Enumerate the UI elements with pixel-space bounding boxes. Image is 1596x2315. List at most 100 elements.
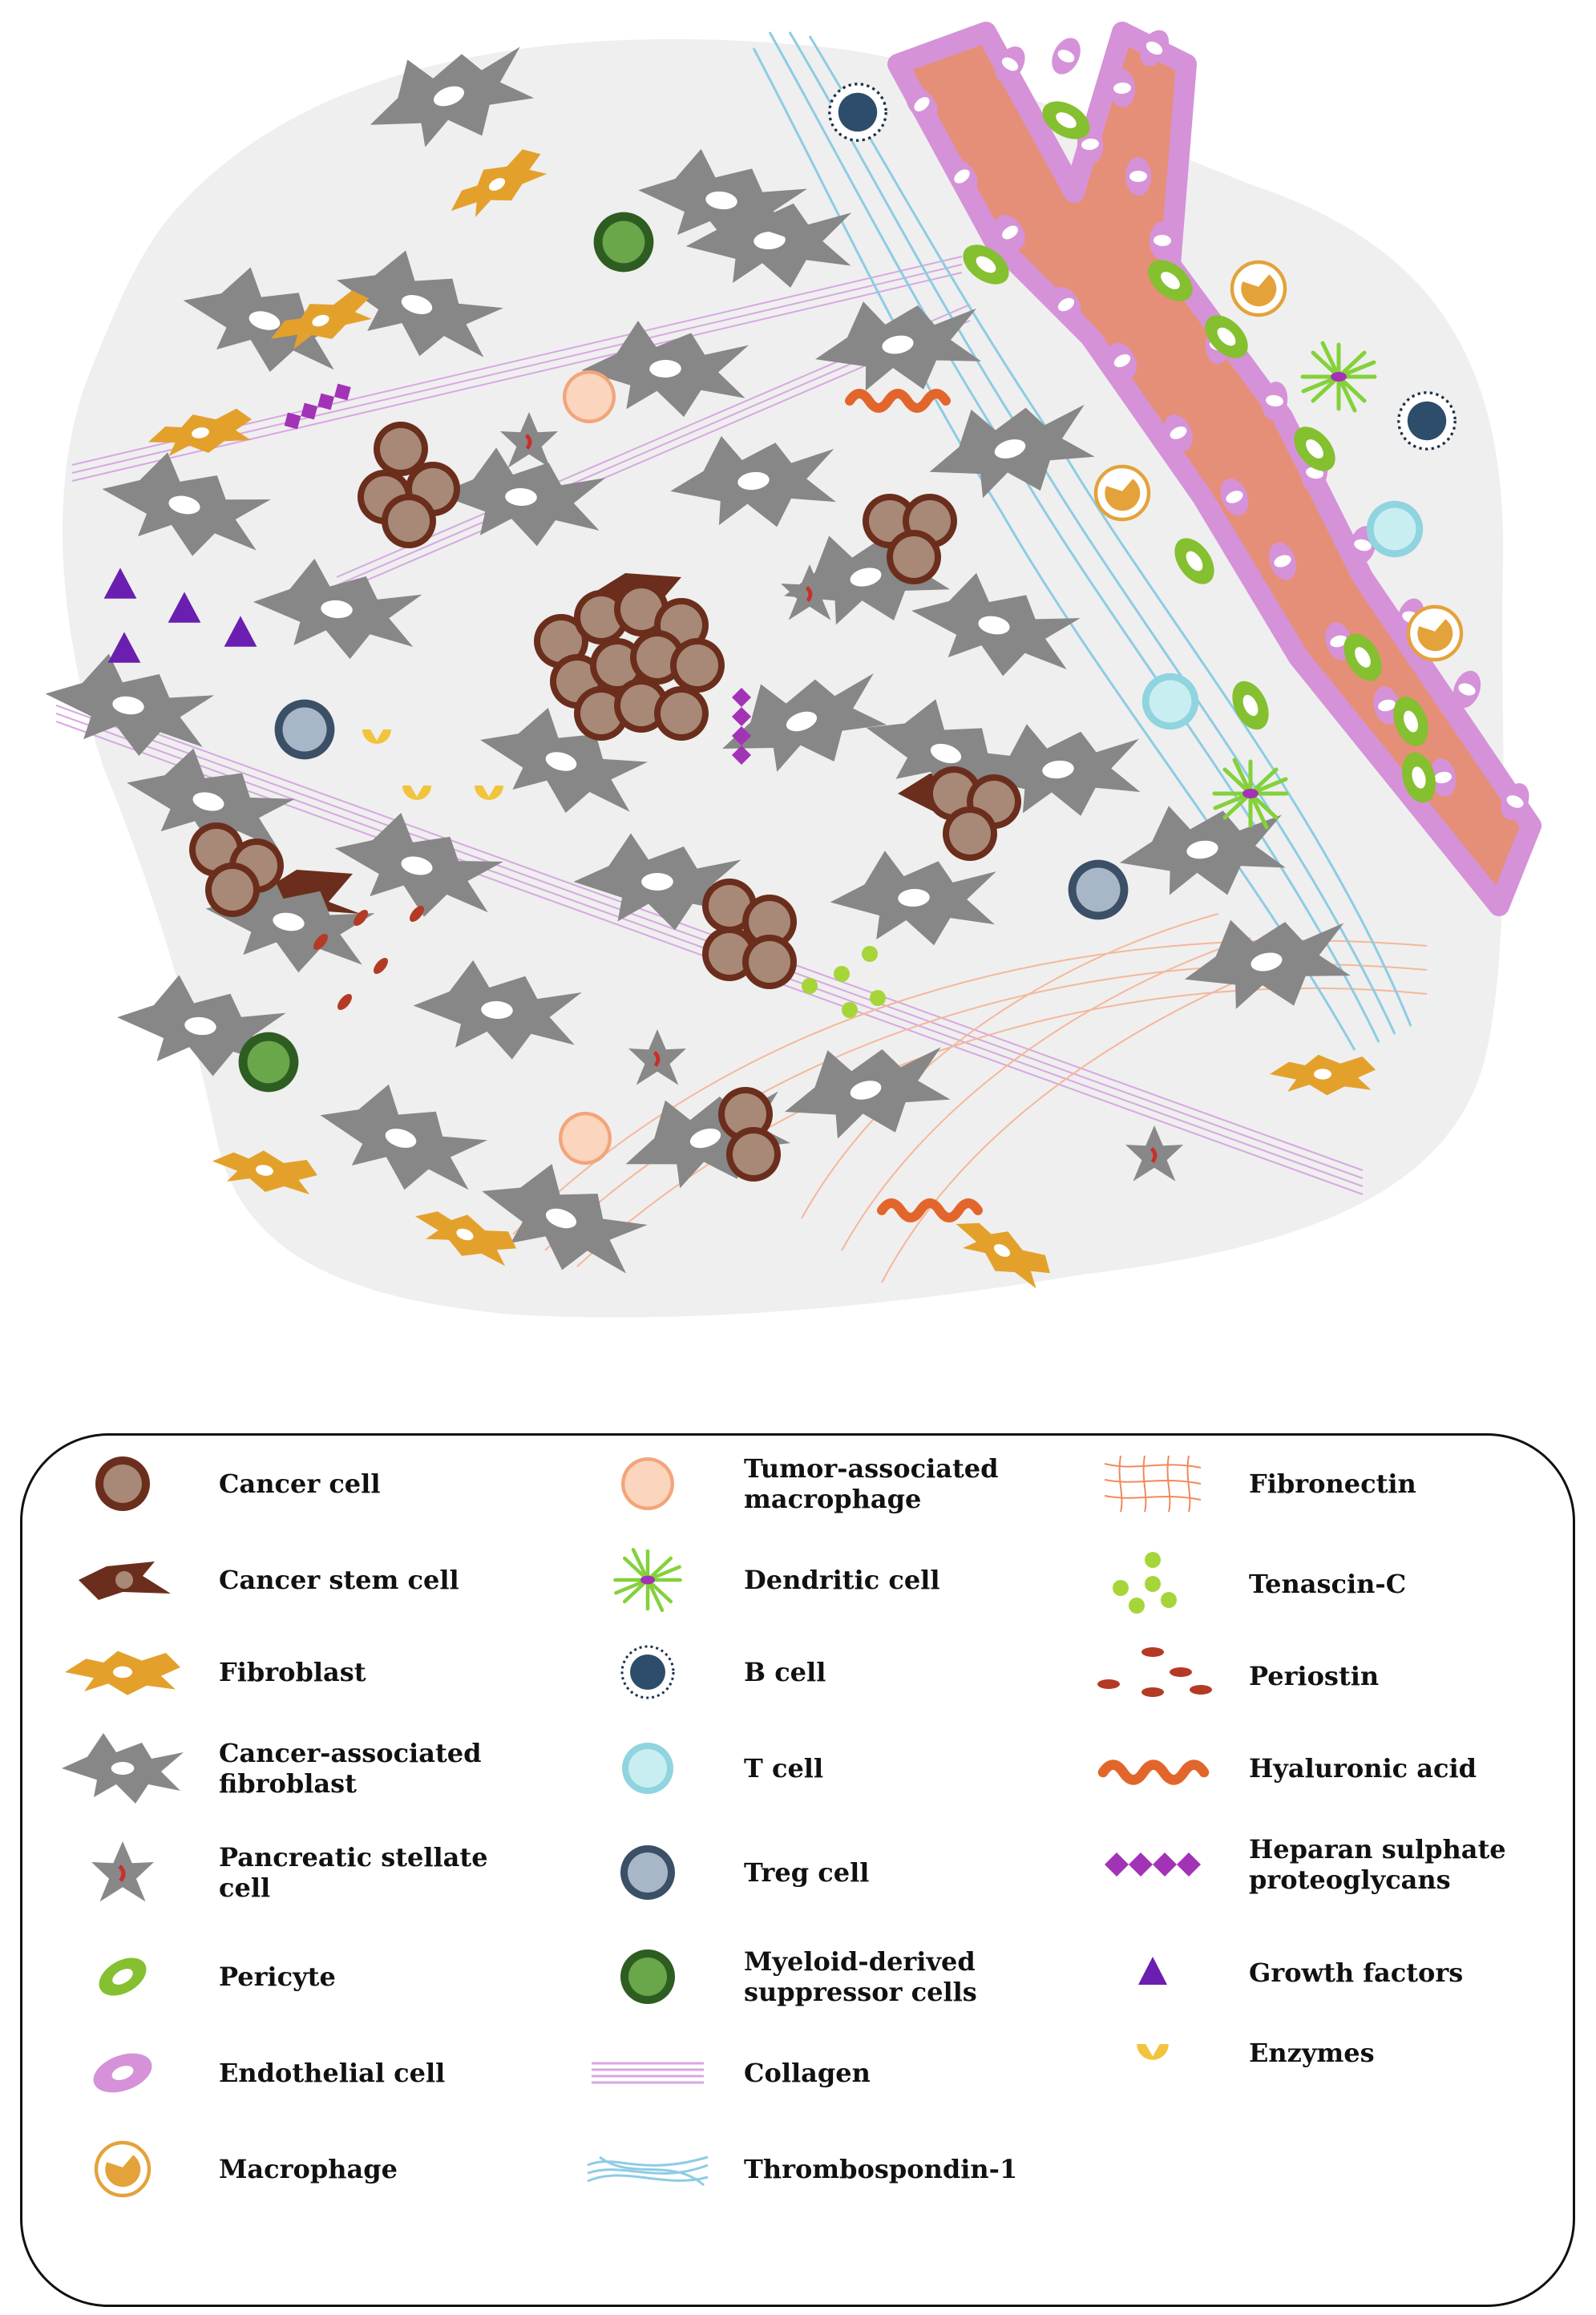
endothelial-cell: [1373, 686, 1400, 725]
thrombospondin-fibers: [752, 31, 1412, 1051]
cancer-cell: [382, 494, 436, 548]
legend-label: Endothelial cell: [219, 2057, 446, 2088]
endothelial-cell: [1268, 542, 1297, 580]
dendritic-cell: [1303, 343, 1375, 410]
treg-cell: [274, 699, 335, 760]
cancer-cell-icon: [95, 1456, 150, 1511]
myeloid-derived-suppressor-cell: [593, 212, 654, 273]
cancer-cell: [887, 530, 941, 584]
endothelial-cell: [1125, 157, 1152, 196]
myeloid-derived-suppressor-cell: [238, 1032, 299, 1093]
legend-label: T cell: [744, 1752, 824, 1784]
endothelial-cell: [1220, 478, 1249, 516]
cancer-cell: [205, 863, 260, 917]
tenascin-c: [862, 946, 878, 962]
periostin-icon: [1097, 1647, 1212, 1697]
endothelial-cell: [1139, 30, 1170, 67]
t-cell: [1141, 673, 1199, 730]
legend-label: Dendritic cell: [744, 1564, 940, 1595]
endothelial-cell: [946, 159, 978, 194]
cancer-stem-cell-icon: [79, 1562, 171, 1600]
t-cell-icon: [622, 1743, 673, 1794]
legend-label: Treg cell: [744, 1856, 870, 1888]
macrophage: [1408, 607, 1461, 660]
endothelial-cell: [1149, 221, 1176, 260]
collagen-icon: [592, 2062, 704, 2084]
legend-label: Growth factors: [1249, 1957, 1464, 1988]
legend-label: Collagen: [744, 2057, 871, 2088]
macrophage: [1096, 467, 1149, 519]
tenascin-c: [834, 966, 850, 982]
endothelial-cell: [1051, 286, 1081, 323]
hyaluronic-acid-icon: [1089, 1732, 1217, 1804]
dendritic-cell: [1214, 760, 1287, 827]
fibronectin-icon: [1104, 1455, 1202, 1513]
legend-label: Cancer-associated fibroblast: [219, 1737, 482, 1799]
dendritic-cell-icon: [584, 1544, 712, 1616]
pericyte-icon: [92, 1949, 153, 2004]
macrophage: [1232, 262, 1285, 315]
tenascin-c: [802, 978, 818, 994]
cancer-cell: [742, 935, 797, 989]
endothelial-cell: [995, 215, 1025, 250]
periostin: [313, 934, 328, 950]
macrophage-icon: [59, 2133, 187, 2205]
legend-label: Cancer cell: [219, 1468, 381, 1499]
endothelial-cell: [1164, 414, 1193, 451]
legend-label: Hyaluronic acid: [1249, 1752, 1477, 1784]
b-cell-icon: [620, 1645, 675, 1699]
tumor-associated-macrophage: [559, 1112, 612, 1165]
b-cell: [828, 83, 887, 142]
cancer-cell: [654, 686, 709, 741]
t-cell: [1366, 500, 1424, 558]
cancer-cell: [943, 806, 997, 861]
endothelial-cell: [1429, 758, 1457, 797]
cancer-cell: [726, 1127, 781, 1182]
periostin: [337, 994, 352, 1010]
endothelial-cell: [1052, 38, 1081, 75]
legend-label: Myeloid-derived suppressor cells: [744, 1945, 977, 2007]
b-cell: [1397, 391, 1457, 450]
legend-label: Fibroblast: [219, 1656, 366, 1687]
legend-label: Tumor-associated macrophage: [744, 1452, 999, 1514]
endothelial-cell: [995, 46, 1025, 83]
endothelial-cell: [906, 87, 938, 122]
tenascin-c: [842, 1002, 858, 1018]
treg-cell: [1068, 859, 1129, 920]
legend-label: Pericyte: [219, 1961, 336, 1992]
legend-label: Macrophage: [219, 2153, 398, 2184]
treg-cell-icon: [620, 1845, 675, 1900]
periostin: [374, 958, 388, 974]
endothelial-cell-icon: [93, 2053, 152, 2093]
cancer-associated-fibroblast-icon: [62, 1733, 184, 1804]
legend-label: Tenascin-C: [1249, 1568, 1407, 1599]
legend-label: Heparan sulphate proteoglycans: [1249, 1833, 1506, 1895]
legend-label: Periostin: [1249, 1660, 1380, 1691]
tumor-microenvironment-illustration: [38, 22, 1541, 1318]
endothelial-cell: [1107, 342, 1137, 379]
endothelial-cell: [1109, 69, 1136, 107]
periostin: [354, 910, 368, 926]
enzyme-icon: [1137, 2044, 1169, 2060]
legend-label: Pancreatic stellate cell: [219, 1841, 488, 1903]
cancer-cell: [670, 638, 725, 693]
endothelial-cell: [1261, 382, 1288, 420]
heparan-sulphate-icon: [1105, 1852, 1201, 1877]
legend-label: Fibronectin: [1249, 1468, 1416, 1499]
tenascin-icon: [1113, 1552, 1177, 1614]
tumor-associated-macrophage-icon: [621, 1457, 674, 1510]
fibroblast-icon: [65, 1650, 180, 1695]
tumor-associated-macrophage: [563, 370, 616, 423]
periostin: [410, 906, 424, 922]
endothelial-cell: [1501, 783, 1529, 820]
legend-label: B cell: [744, 1656, 826, 1687]
legend-label: Enzymes: [1249, 2037, 1375, 2068]
tenascin-c: [870, 990, 886, 1006]
growth-factor-icon: [1138, 1957, 1167, 1985]
cancer-stem-cell: [265, 870, 361, 914]
legend-label: Thrombospondin-1: [744, 2153, 1018, 2184]
pancreatic-stellate-cell-icon: [59, 1836, 187, 1909]
thrombospondin-icon: [587, 2155, 709, 2187]
myeloid-derived-suppressor-cell-icon: [620, 1949, 675, 2004]
